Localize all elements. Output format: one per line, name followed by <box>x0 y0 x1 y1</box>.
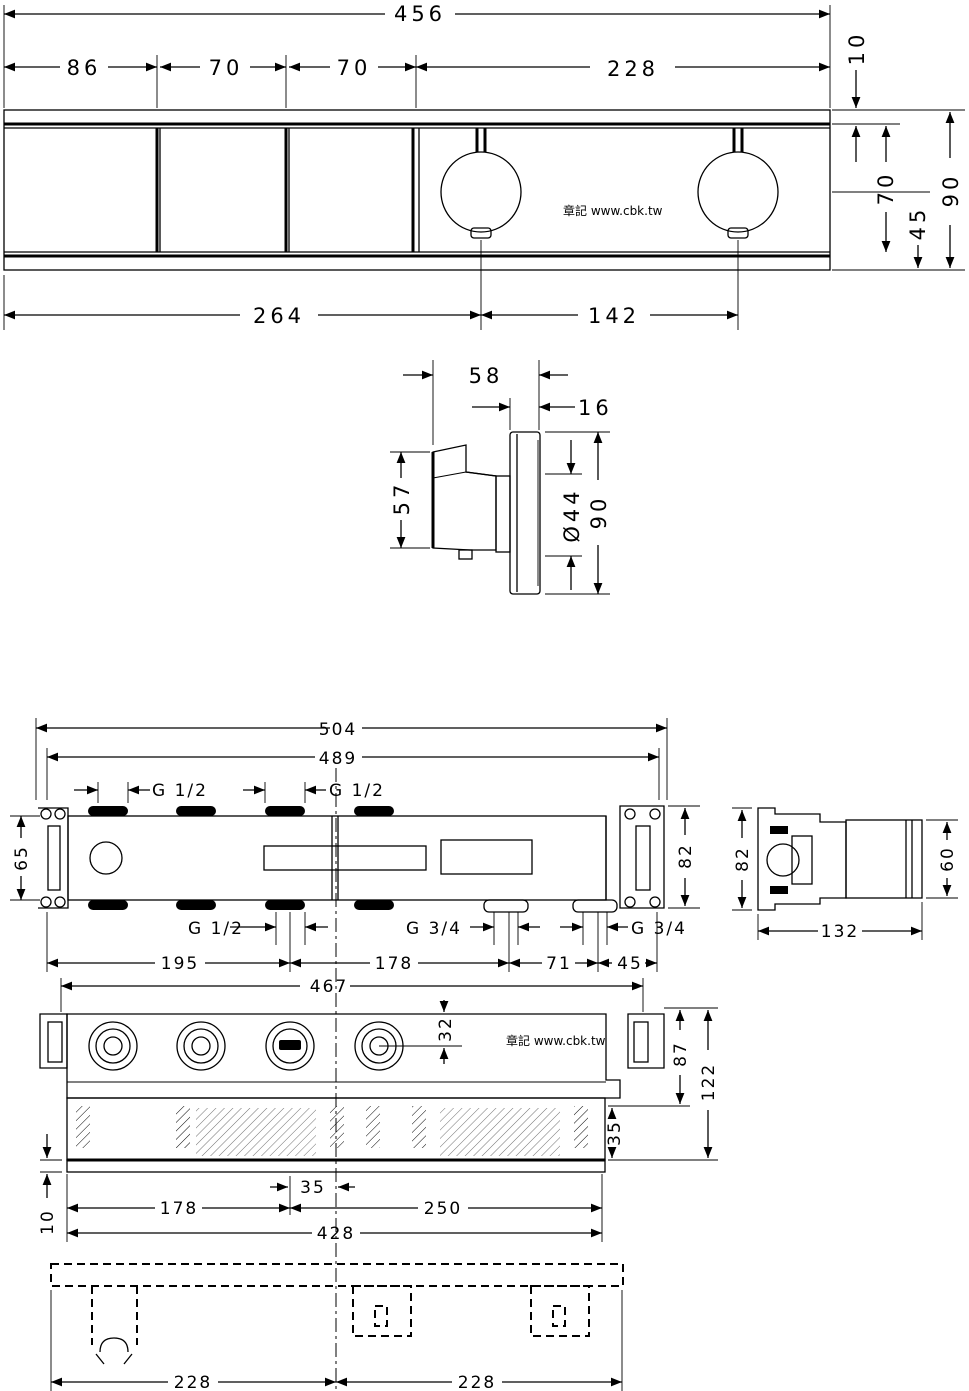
dim-60: 60 <box>938 846 958 872</box>
thread-top-right: G 1/2 <box>329 781 385 801</box>
thread-far-right: G 3/4 <box>631 919 687 939</box>
watermark-bottom: 章記 www.cbk.tw <box>506 1033 606 1048</box>
dim-70-a: 70 <box>209 56 244 80</box>
tile-template-marks <box>76 1106 588 1156</box>
dim-504: 504 <box>319 720 357 740</box>
dim-142: 142 <box>588 304 640 328</box>
dim-d44: Ø44 <box>560 487 584 542</box>
dim-456: 456 <box>394 2 446 26</box>
dim-178-top: 178 <box>375 954 413 974</box>
dim-228: 228 <box>607 57 659 81</box>
dim-10-top: 10 <box>845 31 869 66</box>
dim-70-height: 70 <box>874 171 898 206</box>
dim-58: 58 <box>469 364 504 388</box>
dim-57: 57 <box>390 481 414 516</box>
watermark-top: 章記 www.cbk.tw <box>563 203 663 218</box>
dim-195: 195 <box>161 954 199 974</box>
front-plate-outline <box>3 109 831 271</box>
thread-bottom-left: G 1/2 <box>188 919 244 939</box>
box-front-view: 467 章記 www.cbk.tw <box>38 977 719 1244</box>
install-view: 228 228 <box>50 1263 624 1391</box>
dim-45: 45 <box>906 206 930 241</box>
dim-10-bottom: 10 <box>38 1209 58 1235</box>
port-ring-3 <box>265 1021 315 1071</box>
dim-132: 132 <box>821 922 859 942</box>
dim-82-side: 82 <box>733 846 753 872</box>
dim-250: 250 <box>424 1199 462 1219</box>
front-view: 章記 www.cbk.tw 456 86 70 70 228 264 <box>3 2 965 330</box>
dim-228-left: 228 <box>174 1373 212 1391</box>
dim-178-bottom: 178 <box>160 1199 198 1219</box>
dim-489: 489 <box>319 749 357 769</box>
dim-264: 264 <box>253 304 305 328</box>
thread-bottom-right: G 3/4 <box>406 919 462 939</box>
dim-70-b: 70 <box>337 56 372 80</box>
box-top-view: 504 489 G 1/2 G 1/2 G 1/2 G 3/4 G 3/4 65 <box>10 718 700 1391</box>
port-ring-1 <box>88 1021 138 1071</box>
knob-right <box>697 128 779 239</box>
thread-top-left: G 1/2 <box>152 781 208 801</box>
dim-82-right: 82 <box>676 843 696 869</box>
dim-467: 467 <box>310 977 348 997</box>
dim-35-offset: 35 <box>300 1178 326 1198</box>
dim-122: 122 <box>699 1063 719 1101</box>
dim-90-side: 90 <box>587 495 611 530</box>
knob-left <box>440 128 522 239</box>
dim-45-box: 45 <box>617 954 643 974</box>
dim-65: 65 <box>12 845 32 871</box>
dim-32: 32 <box>436 1016 456 1042</box>
port-ring-2 <box>176 1021 226 1071</box>
dim-87: 87 <box>671 1041 691 1067</box>
dim-428: 428 <box>317 1224 355 1244</box>
dim-90-height: 90 <box>939 173 963 208</box>
box-side-view: 82 60 132 <box>732 807 958 942</box>
side-view: 58 16 57 Ø44 90 <box>390 360 613 595</box>
dim-86: 86 <box>67 56 102 80</box>
dim-35-side: 35 <box>605 1120 625 1146</box>
dim-228-right: 228 <box>458 1373 496 1391</box>
dim-16: 16 <box>578 396 613 420</box>
dim-71: 71 <box>546 954 572 974</box>
